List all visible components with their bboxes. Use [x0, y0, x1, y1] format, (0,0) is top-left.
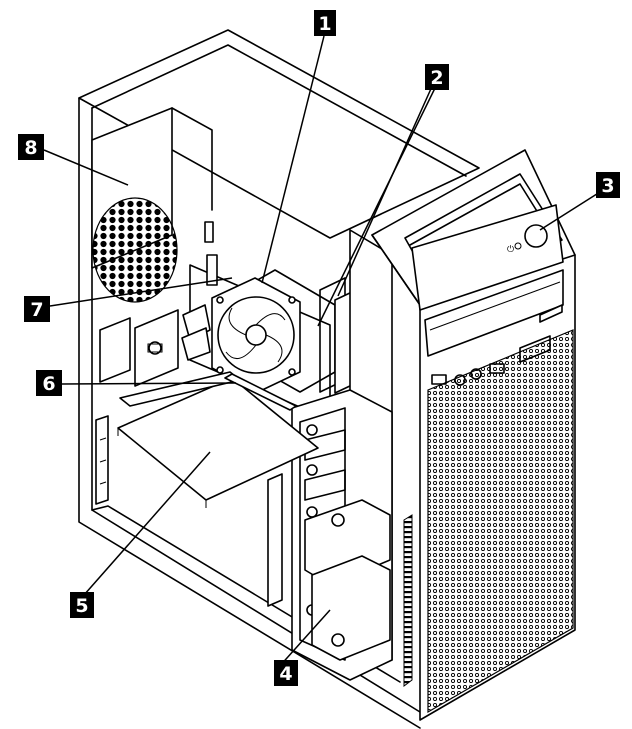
- leader-lines: [43, 35, 601, 669]
- callout-6: 6: [36, 370, 62, 396]
- callout-1: 1: [314, 10, 336, 36]
- chassis-top-panel: [78, 29, 480, 239]
- callout-7: 7: [24, 296, 50, 322]
- callout-3: 3: [596, 172, 620, 198]
- callout-6-label: 6: [42, 373, 55, 395]
- callout-4-label: 4: [279, 663, 292, 685]
- optical-drive-bay-2: [424, 269, 564, 357]
- callout-4: 4: [274, 660, 298, 686]
- side-vent: [403, 514, 413, 687]
- front-bezel: ⏻: [371, 149, 576, 721]
- callout-3-label: 3: [601, 175, 614, 197]
- callout-8-label: 8: [24, 137, 37, 159]
- power-button[interactable]: [524, 224, 548, 248]
- callout-5-label: 5: [75, 595, 88, 617]
- psu-fan-grille: [92, 197, 178, 303]
- front-mesh-grille: [427, 329, 574, 714]
- callout-8: 8: [18, 134, 44, 160]
- callout-2: 2: [425, 64, 449, 90]
- pci-card: [117, 377, 319, 508]
- pci-card-slots: [119, 371, 297, 411]
- front-usb-port-1[interactable]: [431, 374, 447, 385]
- callout-5: 5: [70, 592, 94, 618]
- power-icon: ⏻: [507, 244, 514, 255]
- callout-7-label: 7: [30, 299, 43, 321]
- hard-disk-drive: [304, 499, 391, 661]
- chassis: [78, 29, 480, 729]
- callout-2-label: 2: [430, 67, 443, 89]
- callout-1-label: 1: [318, 13, 331, 35]
- expansion-slot-covers: [95, 415, 109, 505]
- heat-sink-and-fan-assembly: [211, 269, 336, 393]
